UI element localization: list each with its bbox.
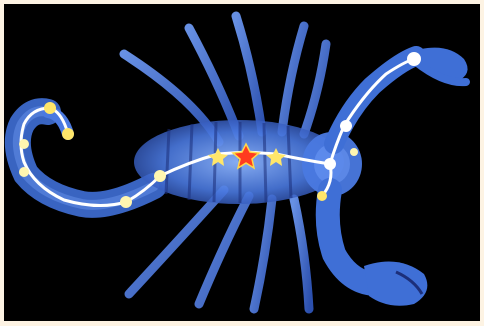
scorpion-figure	[4, 4, 480, 321]
star	[44, 102, 56, 114]
star	[324, 158, 336, 170]
star	[19, 167, 29, 177]
lower-pincer	[328, 190, 428, 306]
star	[62, 128, 74, 140]
star	[340, 120, 352, 132]
star	[19, 139, 29, 149]
star	[317, 191, 327, 201]
star	[350, 148, 358, 156]
tail	[18, 111, 154, 205]
upper-pincer	[334, 48, 468, 144]
scorpion-constellation-illustration	[4, 4, 480, 321]
star	[120, 196, 132, 208]
legs-lower	[129, 190, 309, 309]
star	[154, 170, 166, 182]
star	[407, 52, 421, 66]
